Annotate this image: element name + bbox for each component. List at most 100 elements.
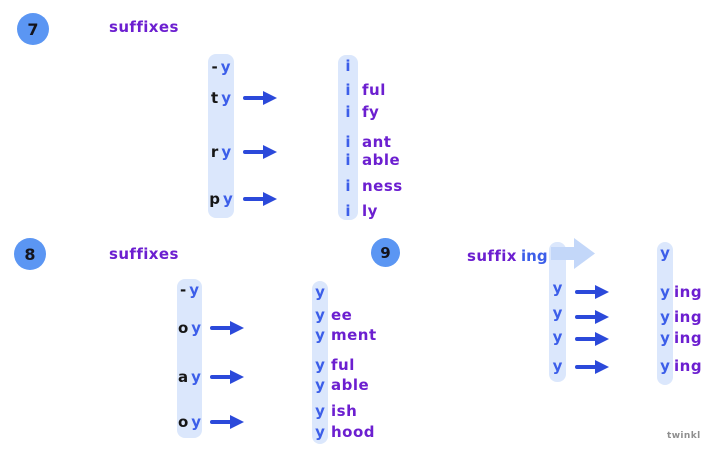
suffix: ment bbox=[331, 326, 377, 344]
ending-y: y bbox=[189, 281, 199, 299]
kept-letter: y bbox=[312, 307, 328, 323]
section-8-title: suffixes bbox=[109, 245, 179, 263]
letter-y: y bbox=[552, 304, 563, 322]
suffix-text: fy bbox=[362, 104, 379, 120]
arrow-right-icon bbox=[243, 145, 277, 159]
letter-y: y bbox=[552, 357, 563, 375]
suffix: ant bbox=[362, 133, 392, 151]
arrow-right-icon bbox=[243, 91, 277, 105]
letter-y: y bbox=[315, 306, 325, 324]
big-arrow-right-icon bbox=[551, 238, 595, 269]
kept-letter: y bbox=[549, 305, 566, 321]
suffix-text: ant bbox=[362, 134, 391, 150]
suffix-text: ing bbox=[674, 284, 702, 300]
suffix-text: ly bbox=[362, 203, 378, 219]
kept-letter: y bbox=[549, 329, 566, 345]
letter-i: i bbox=[345, 81, 351, 99]
section-8-source-strip bbox=[177, 279, 202, 438]
kept-letter: y bbox=[657, 245, 673, 261]
letter-y: y bbox=[660, 308, 670, 326]
letter-i: i bbox=[345, 103, 351, 121]
suffix-text: ing bbox=[674, 330, 702, 346]
ending-prefix: p bbox=[209, 190, 220, 208]
ending-y: y bbox=[221, 89, 231, 107]
suffix: fy bbox=[362, 103, 380, 121]
section-7-title: suffixes bbox=[109, 18, 179, 36]
word-ending: -y bbox=[177, 282, 202, 298]
arrow-right-icon bbox=[210, 415, 244, 429]
section-8-badge: 8 bbox=[14, 238, 46, 270]
letter-y: y bbox=[660, 283, 670, 301]
badge-number: 8 bbox=[24, 244, 36, 264]
letter-i: i bbox=[345, 133, 351, 151]
suffix: ing bbox=[674, 308, 703, 326]
suffix-text: able bbox=[331, 377, 369, 393]
ing-label: ing bbox=[521, 247, 548, 265]
kept-letter: y bbox=[312, 357, 328, 373]
ending-prefix: o bbox=[177, 413, 189, 431]
suffix: ful bbox=[331, 356, 355, 374]
ending-prefix: - bbox=[179, 281, 187, 299]
suffix: ly bbox=[362, 202, 378, 220]
suffix: able bbox=[362, 151, 401, 169]
arrow-right-icon bbox=[575, 310, 609, 324]
replacement-letter: i bbox=[338, 82, 358, 98]
kept-letter: y bbox=[312, 377, 328, 393]
ending-prefix: a bbox=[178, 368, 189, 386]
letter-y: y bbox=[315, 376, 325, 394]
suffix: ness bbox=[362, 177, 403, 195]
badge-number: 9 bbox=[380, 243, 391, 262]
suffix-text: ful bbox=[362, 82, 386, 98]
letter-y: y bbox=[660, 244, 670, 262]
section-8-result-strip bbox=[312, 281, 328, 444]
suffix-text: ing bbox=[674, 309, 702, 325]
arrow-right-icon bbox=[210, 321, 244, 335]
letter-y: y bbox=[552, 279, 563, 297]
kept-letter: y bbox=[549, 358, 566, 374]
suffix: ing bbox=[674, 329, 703, 347]
kept-letter: y bbox=[312, 424, 328, 440]
kept-letter: y bbox=[312, 284, 328, 300]
word-ending: -y bbox=[208, 59, 234, 75]
suffix-text: ness bbox=[362, 178, 403, 194]
letter-y: y bbox=[315, 326, 325, 344]
replacement-letter: i bbox=[338, 152, 358, 168]
section-7-result-strip bbox=[338, 55, 358, 220]
suffix-text: ee bbox=[331, 307, 352, 323]
suffix-text: hood bbox=[331, 424, 375, 440]
ending-prefix: - bbox=[211, 58, 218, 76]
ending-y: y bbox=[191, 368, 201, 386]
arrow-right-icon bbox=[575, 285, 609, 299]
section-7-badge: 7 bbox=[17, 13, 49, 45]
kept-letter: y bbox=[657, 358, 673, 374]
ending-y: y bbox=[220, 58, 231, 76]
letter-y: y bbox=[315, 423, 325, 441]
suffix: ee bbox=[331, 306, 353, 324]
letter-i: i bbox=[345, 57, 351, 75]
watermark: twinkl bbox=[667, 431, 701, 441]
ending-y: y bbox=[222, 190, 233, 208]
section-9-badge: 9 bbox=[371, 238, 400, 267]
suffix-text: ment bbox=[331, 327, 377, 343]
replacement-letter: i bbox=[338, 58, 358, 74]
suffix-text: ful bbox=[331, 357, 355, 373]
ending-y: y bbox=[191, 413, 202, 431]
ending-y: y bbox=[191, 319, 202, 337]
letter-y: y bbox=[315, 356, 325, 374]
letter-i: i bbox=[345, 177, 351, 195]
suffix-text: ing bbox=[674, 358, 702, 374]
replacement-letter: i bbox=[338, 178, 358, 194]
suffix: ing bbox=[674, 283, 703, 301]
suffix: ful bbox=[362, 81, 386, 99]
section-9-title: suffix bbox=[467, 247, 517, 265]
suffix: able bbox=[331, 376, 370, 394]
letter-y: y bbox=[552, 328, 563, 346]
arrow-right-icon bbox=[210, 370, 244, 384]
ending-prefix: t bbox=[211, 89, 219, 107]
